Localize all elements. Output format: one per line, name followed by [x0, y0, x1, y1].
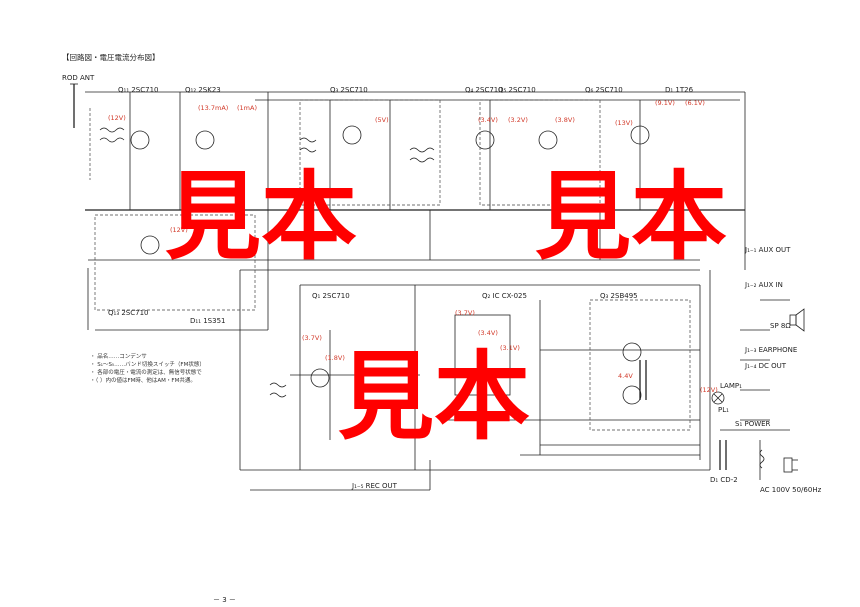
watermark-left: 見本 — [165, 161, 357, 273]
svg-text:(3.8V): (3.8V) — [555, 116, 575, 124]
svg-text:(3.7V): (3.7V) — [455, 309, 475, 317]
label-q3: Q₃ 2SC710 — [330, 86, 368, 94]
svg-text:(5V): (5V) — [375, 116, 389, 124]
label-aux-in: J₁₋₂ AUX IN — [744, 281, 783, 289]
lamp-symbol — [711, 391, 725, 405]
svg-text:(12V): (12V) — [700, 386, 718, 394]
label-lamp1: LAMP₁ — [720, 382, 742, 390]
label-d11: D₁₁ 1S351 — [190, 317, 226, 325]
svg-text:(12V): (12V) — [108, 114, 126, 122]
transistor-symbols — [130, 125, 650, 405]
svg-text:4.4V: 4.4V — [618, 372, 633, 380]
svg-text:(3.2V): (3.2V) — [508, 116, 528, 124]
label-ac-source: AC 100V 50/60Hz — [760, 486, 822, 494]
svg-text:(3.4V): (3.4V) — [478, 116, 498, 124]
svg-text:(3.1V): (3.1V) — [500, 344, 520, 352]
ac-plug-symbol — [783, 457, 798, 473]
label-earphone: J₁₋₃ EARPHONE — [744, 346, 797, 354]
voltage-annotations: (12V) (13.7mA) (1mA) (12V) (5V) (3.4V) (… — [108, 99, 718, 407]
rod-antenna: ROD ANT — [62, 74, 95, 128]
svg-text:(9.1V): (9.1V) — [655, 99, 675, 107]
note-4: ・（ ）内の値はFM時、他はAM・FM共通。 — [90, 376, 196, 384]
circuit-wiring — [85, 91, 790, 491]
diagram-title: 【回路図・電圧電流分布図】 — [62, 52, 160, 62]
svg-text:(1mA): (1mA) — [237, 104, 257, 112]
note-3: ・ 各部の電圧・電流の測定は、無信号状態で — [90, 368, 202, 376]
page-number: － 3 － — [213, 596, 236, 604]
label-rec-out: J₁₋₅ REC OUT — [351, 482, 398, 490]
label-q3-2sb495: Q₃ 2SB495 — [600, 292, 638, 300]
watermark-right: 見本 — [535, 161, 727, 273]
svg-text:(3.7V): (3.7V) — [302, 334, 322, 342]
svg-text:(13.7mA): (13.7mA) — [198, 104, 228, 112]
label-q5: Q₅ 2SC710 — [498, 86, 536, 94]
svg-text:(1.8V): (1.8V) — [325, 354, 345, 362]
legend-notes: ・ 品名……コンデンサ ・ S₁～S₅……バンド切換スイッチ（FM状態） ・ 各… — [90, 352, 205, 384]
note-2: ・ S₁～S₅……バンド切換スイッチ（FM状態） — [90, 360, 205, 368]
antenna-label: ROD ANT — [62, 74, 95, 82]
label-cd2: D₁ CD-2 — [710, 476, 738, 484]
label-q11: Q₁₁ 2SC710 — [118, 86, 159, 94]
label-q12: Q₁₂ 2SK23 — [185, 86, 221, 94]
label-speaker: SP 8Ω — [770, 322, 791, 330]
label-pl1: PL₁ — [718, 406, 729, 414]
component-labels: Q₁₁ 2SC710 Q₁₂ 2SK23 Q₃ 2SC710 Q₄ 2SC710… — [108, 86, 822, 494]
svg-text:(13V): (13V) — [615, 119, 633, 127]
speaker-symbol — [789, 308, 805, 332]
label-q4: Q₄ 2SC710 — [465, 86, 503, 94]
watermark-center: 見本 — [338, 341, 530, 453]
svg-text:(3.4V): (3.4V) — [478, 329, 498, 337]
note-1: ・ 品名……コンデンサ — [90, 352, 147, 360]
svg-text:1.6V: 1.6V — [355, 399, 370, 407]
svg-text:(12V): (12V) — [170, 226, 188, 234]
label-q1-af: Q₁ 2SC710 — [312, 292, 350, 300]
label-q6: Q₆ 2SC710 — [585, 86, 623, 94]
label-aux-out: J₁₋₁ AUX OUT — [744, 246, 791, 254]
label-d1-1t26: D₁ 1T26 — [665, 86, 694, 94]
svg-text:(6.1V): (6.1V) — [685, 99, 705, 107]
label-power-switch: S₁ POWER — [735, 420, 771, 428]
coil-symbols — [99, 127, 765, 470]
label-ic-cx025: Q₂ IC CX-025 — [482, 292, 527, 300]
label-q13: Q₁₃ 2SC710 — [108, 309, 149, 317]
sample-watermarks: 見本 見本 見本 — [165, 161, 727, 453]
label-dc-out: J₁₋₄ DC OUT — [744, 362, 787, 370]
